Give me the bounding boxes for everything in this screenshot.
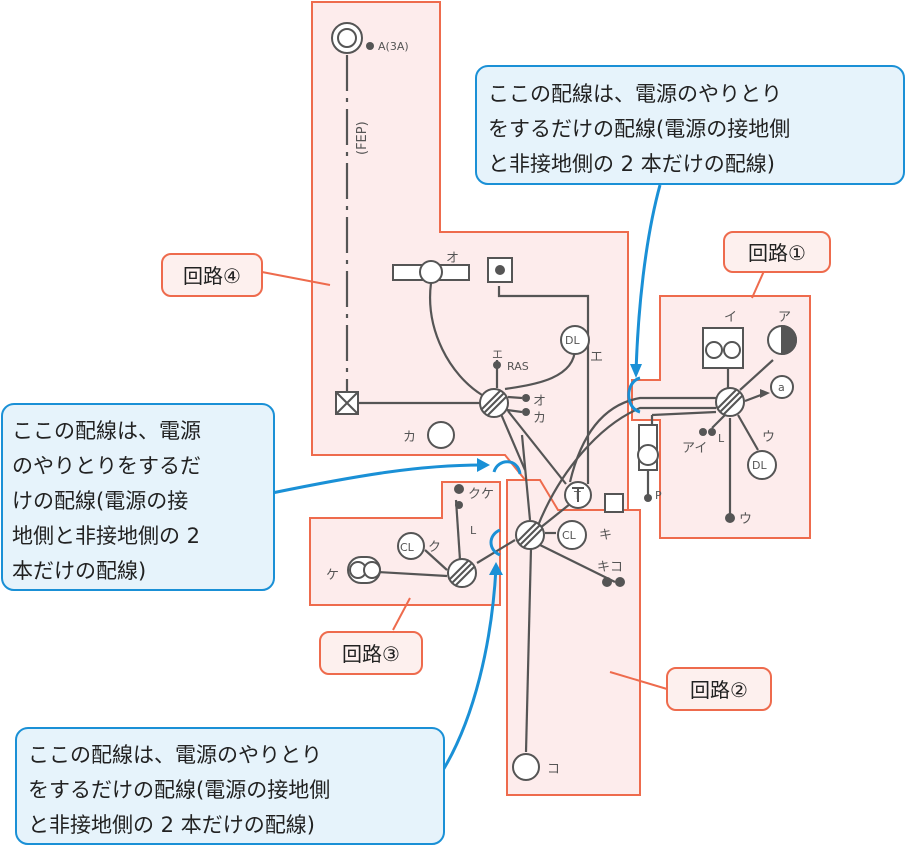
label-e2: エ [590,350,603,365]
label-a3a: A(3A) [378,40,409,53]
label-a-small: a [778,381,785,394]
switch-ke-icon [455,501,463,509]
switch-ku-icon [454,484,464,494]
label-u: ウ [762,430,775,445]
switch-ai-1-icon [699,428,707,436]
ceiling-light-icon [397,532,425,560]
svg-text:けの配線(電源の接: けの配線(電源の接 [12,489,188,513]
note-top-right: ここの配線は、電源のやりとり をするだけの配線(電源の接地側 と非接地側の 2 … [475,65,905,185]
circuit-label-1: 回路① [723,231,831,273]
switch-o-icon [522,394,530,402]
ceiling-light-icon [557,520,587,550]
switch-ai-2-icon [708,428,716,436]
ceiling-light-icon [427,421,455,449]
label-u-bottom: ウ [739,512,752,527]
label-e: エ [492,348,503,361]
switch-e-icon [493,361,501,369]
svg-text:回路③: 回路③ [342,642,400,666]
circuit-1-symbols [637,324,797,523]
circuit-2-symbols [512,520,625,781]
svg-text:をするだけの配線(電源の接地側: をするだけの配線(電源の接地側 [488,117,790,141]
arrow-icon [760,389,770,398]
label-ka-side: カ [533,411,546,426]
symbol-labels: A(3A) (FEP) オ エ RAS DL エ オ カ カ T イ ア a ア… [326,40,791,777]
label-cl2: CL [562,529,577,542]
label-ke: ケ [326,568,339,583]
note-bottom: ここの配線は、電源のやりとり をするだけの配線(電源の接地側 と非接地側の 2 … [15,727,445,845]
svg-text:ここの配線は、電源のやりとり: ここの配線は、電源のやりとり [28,743,322,767]
pull-switch-lamp-icon [637,444,659,466]
svg-text:回路④: 回路④ [183,264,241,288]
label-cl: CL [400,541,415,554]
note-symbol-icon [604,493,624,513]
breaker-inner-icon [337,28,357,48]
svg-text:と非接地側の 2 本だけの配線): と非接地側の 2 本だけの配線) [28,813,315,837]
label-ku: ク [428,540,441,555]
svg-text:ここの配線は、電源のやりとり: ここの配線は、電源のやりとり [488,82,782,106]
circuit-3-symbols [347,484,477,588]
svg-text:回路②: 回路② [690,678,748,702]
svg-text:地側と非接地側の 2: 地側と非接地側の 2 [12,524,200,548]
label-fep: (FEP) [355,121,370,155]
pendant-lamp-icon [419,260,443,284]
label-t: T [573,489,581,502]
label-o-side: オ [533,394,546,409]
label-ki: キ [599,528,612,543]
label-ka: カ [403,430,416,445]
switch-ko-icon [615,577,625,587]
switch-ki-icon [602,577,612,587]
note-arrowheads [477,364,642,575]
svg-text:と非接地側の 2 本だけの配線): と非接地側の 2 本だけの配線) [488,152,775,176]
label-ko: コ [547,762,560,777]
downlight-icon [747,450,777,480]
note-left: ここの配線は、電源 のやりとりをするだ けの配線(電源の接 地側と非接地側の 2… [1,403,275,591]
ceiling-light-icon [512,753,540,781]
circuit-label-2: 回路② [666,667,772,711]
label-ras: RAS [507,360,529,373]
cable-markers [489,376,641,557]
outlet-box-dot-icon [495,265,505,275]
label-ai: アイ [682,441,707,456]
switch-ka-icon [522,408,530,416]
circuit-label-3: 回路③ [319,631,423,675]
svg-text:回路①: 回路① [748,241,806,265]
circuit-4-symbols [331,22,624,513]
svg-text:本だけの配線): 本だけの配線) [12,559,146,583]
wires [345,55,774,753]
downlight-icon [560,325,590,355]
terminal-dot-icon [366,42,374,50]
label-dl2: DL [752,459,767,472]
label-o-top: オ [446,251,459,266]
label-i: イ [724,310,737,325]
note-arrows [271,184,662,776]
label-dl: DL [565,334,580,347]
switch-p-icon [644,494,652,502]
svg-text:のやりとりをするだ: のやりとりをするだ [12,454,201,478]
label-kuke: クケ [468,487,494,502]
switch-u-icon [725,513,735,523]
label-l2: L [470,524,477,537]
label-p: P [655,489,662,502]
switch-a-icon [770,375,794,399]
label-a: ア [778,310,791,325]
label-kiko: キコ [597,560,623,575]
svg-text:をするだけの配線(電源の接地側: をするだけの配線(電源の接地側 [28,778,330,802]
label-l: L [718,432,725,445]
circuit-2-region [506,479,641,796]
svg-text:ここの配線は、電源: ここの配線は、電源 [12,419,201,443]
circuit-label-4: 回路④ [161,253,263,297]
